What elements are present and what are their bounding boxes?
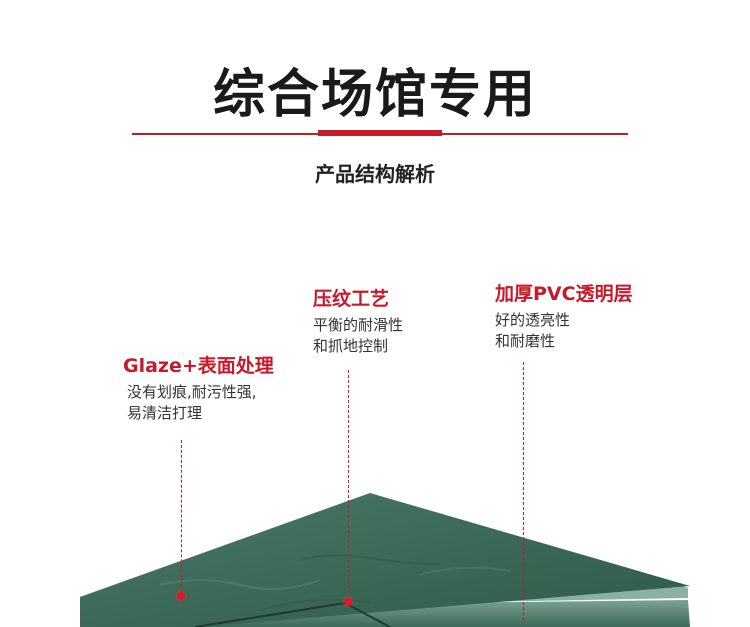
feature-title: 加厚PVC透明层 xyxy=(495,283,633,305)
feature-desc-line: 和抓地控制 xyxy=(313,337,389,355)
feature-desc-line: 平衡的耐滑性 xyxy=(313,316,404,334)
page-title: 综合场馆专用 xyxy=(212,65,537,125)
feature-title: Glaze+表面处理 xyxy=(123,355,274,377)
feature-glaze-surface: Glaze+表面处理 没有划痕,耐污性强, 易清洁打理 xyxy=(123,354,274,424)
callout-line-pvc xyxy=(523,362,524,620)
callout-line-embossing xyxy=(348,370,349,598)
feature-pvc-layer: 加厚PVC透明层 好的透亮性 和耐磨性 xyxy=(495,282,633,352)
feature-desc-line: 没有划痕,耐污性强, xyxy=(127,383,257,401)
feature-desc-line: 好的透亮性 xyxy=(495,311,571,329)
feature-desc-line: 和耐磨性 xyxy=(495,332,556,350)
callout-line-glaze xyxy=(181,440,182,592)
callout-dot-embossing xyxy=(344,598,352,606)
section-subtitle: 产品结构解析 xyxy=(315,162,435,186)
title-divider-accent xyxy=(318,130,442,136)
callout-dot-glaze xyxy=(177,592,185,600)
feature-embossing: 压纹工艺 平衡的耐滑性 和抓地控制 xyxy=(313,287,403,357)
feature-desc-line: 易清洁打理 xyxy=(127,404,203,422)
feature-title: 压纹工艺 xyxy=(313,288,390,310)
